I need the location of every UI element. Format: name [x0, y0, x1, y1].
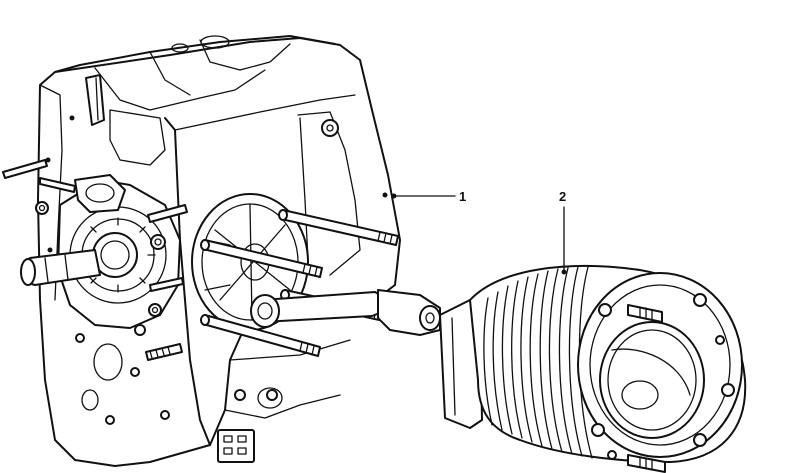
callout-1-label: 1	[459, 189, 466, 204]
callout-2: 2	[559, 189, 567, 275]
callout-1: 1	[391, 189, 466, 204]
cylinder-opening	[191, 193, 309, 331]
callout-1-anchor-dot	[391, 193, 397, 199]
connecting-rod	[250, 289, 441, 336]
callout-2-label: 2	[559, 189, 566, 204]
cylinder	[439, 264, 747, 473]
callout-2-anchor-dot	[561, 269, 567, 275]
cylinder-fins	[483, 266, 593, 459]
left-studs	[2, 159, 188, 361]
